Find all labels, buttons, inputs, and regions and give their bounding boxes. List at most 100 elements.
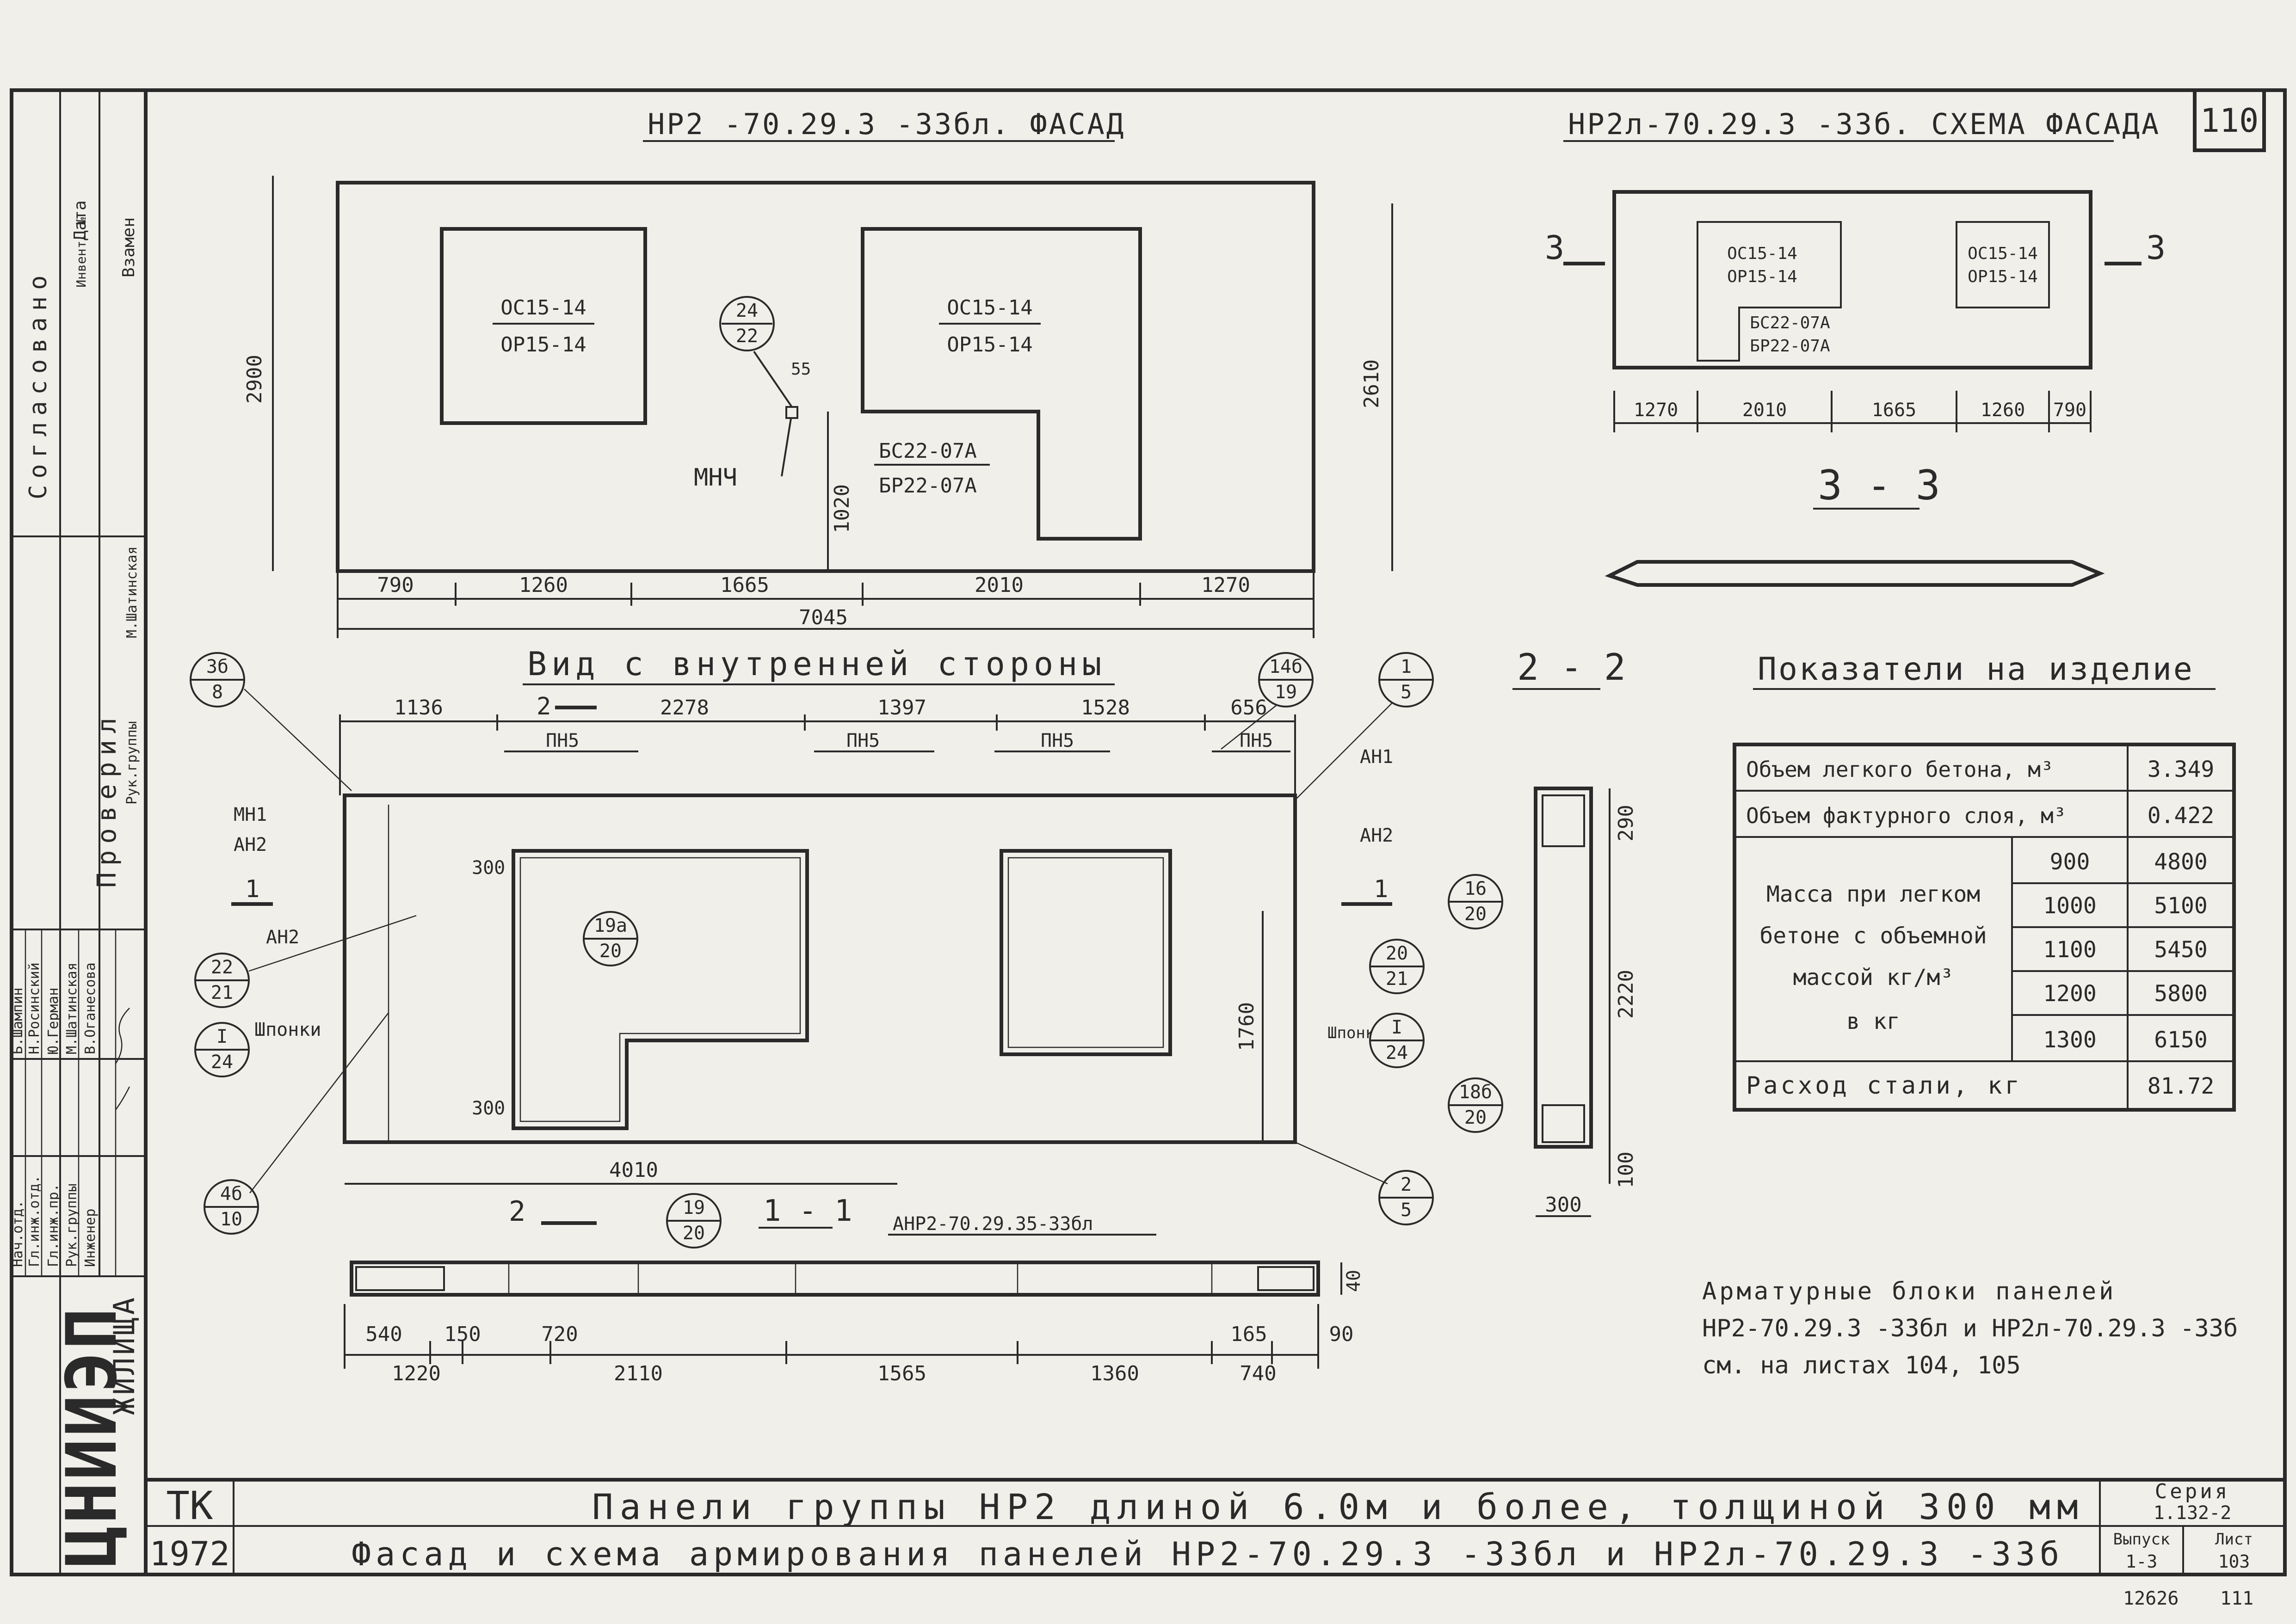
svg-text:2900: 2900: [243, 355, 266, 404]
svg-text:1665: 1665: [720, 573, 769, 597]
svg-text:5800: 5800: [2154, 981, 2208, 1007]
label-an2-c: АН2: [1360, 825, 1393, 846]
section-2-2: 2 - 2 290 2220 100 300: [1512, 647, 1638, 1217]
svg-text:19: 19: [1275, 682, 1297, 703]
sidebar-header-date: Дата: [71, 200, 90, 240]
section-3-3-title: 3 - 3: [1818, 461, 1940, 509]
svg-text:4б: 4б: [220, 1183, 242, 1205]
svg-text:300: 300: [1545, 1193, 1581, 1217]
svg-text:Масса при легком: Масса при легком: [1766, 881, 1980, 907]
year-label: 1972: [149, 1534, 229, 1573]
sidebar-header-invent: Инвент. №: [74, 217, 89, 288]
archive-page: 111: [2220, 1588, 2253, 1609]
facade-window-1: [440, 227, 647, 425]
svg-text:Нач.отд.: Нач.отд.: [10, 1200, 26, 1267]
facade-outline: [336, 181, 1315, 573]
approval-table: Нач.отд. Гл.инж.отд. Гл.инж.пр. Рук.груп…: [10, 929, 146, 1276]
svg-text:ОС15-14: ОС15-14: [1727, 244, 1797, 263]
proveril-name-1: М.Шатинская: [124, 546, 140, 638]
svg-text:1528: 1528: [1081, 696, 1130, 720]
svg-text:1360: 1360: [1090, 1362, 1139, 1385]
label-shponki: Шпонки: [254, 1019, 321, 1040]
svg-text:Н.Росинский: Н.Росинский: [26, 962, 43, 1054]
svg-text:900: 900: [2050, 849, 2090, 875]
svg-text:Арматурные блоки панелей: Арматурные блоки панелей: [1702, 1278, 2116, 1305]
svg-text:5100: 5100: [2154, 893, 2208, 919]
svg-text:Гл.инж.пр.: Гл.инж.пр.: [45, 1183, 62, 1267]
sheet-number: 110: [2200, 102, 2259, 140]
svg-text:1220: 1220: [392, 1362, 441, 1385]
sheet-frame: [10, 88, 2287, 1576]
svg-text:БС22-07А: БС22-07А: [1750, 314, 1830, 332]
label-an2-a: АН2: [234, 834, 267, 855]
svg-text:в кг: в кг: [1846, 1009, 1900, 1034]
svg-text:1760: 1760: [1235, 1002, 1259, 1051]
archive-number: 12626: [2123, 1588, 2179, 1609]
facade-title: НР2 -70.29.3 -33бл. ФАСАД: [648, 107, 1125, 141]
indicators-table: Показатели на изделие Объем легкого бето…: [1733, 651, 2236, 1112]
svg-text:300: 300: [472, 1098, 505, 1119]
svg-text:10: 10: [220, 1209, 242, 1230]
svg-text:Выпуск: Выпуск: [2113, 1530, 2170, 1549]
svg-text:24: 24: [736, 300, 758, 321]
svg-text:16: 16: [1464, 878, 1487, 899]
svg-text:1270: 1270: [1201, 573, 1250, 597]
svg-text:1665: 1665: [1872, 400, 1916, 421]
svg-text:100: 100: [1614, 1151, 1638, 1188]
svg-text:5: 5: [1401, 682, 1412, 703]
section-1-1-title: 1 - 1: [763, 1194, 852, 1228]
section-2-2-profile: [1534, 787, 1593, 1149]
anr-label: АНР2-70.29.35-33бл: [893, 1213, 1093, 1235]
svg-text:ПН5: ПН5: [846, 730, 880, 751]
inner-opening-2: [1000, 849, 1172, 1056]
svg-text:300: 300: [472, 857, 505, 879]
row-steel-label: Расход стали, кг: [1746, 1072, 2022, 1100]
mnch-insert: [785, 406, 798, 419]
callout-I-24-left: I 24: [194, 1022, 250, 1077]
svg-text:21: 21: [1386, 968, 1408, 990]
svg-text:ОР15-14: ОР15-14: [500, 333, 586, 357]
svg-text:790: 790: [2053, 400, 2086, 421]
callout-2-5: 25: [1378, 1170, 1434, 1225]
svg-text:740: 740: [1240, 1362, 1276, 1385]
svg-text:20: 20: [1386, 943, 1408, 964]
svg-text:18б: 18б: [1459, 1082, 1492, 1103]
callout-I-24-right: I24: [1369, 1013, 1425, 1068]
section-2-2-title: 2 - 2: [1517, 647, 1626, 689]
svg-text:55: 55: [791, 360, 811, 379]
row-facing-layer-value: 0.422: [2148, 803, 2215, 829]
callout-3b-8: 3б8: [190, 652, 245, 707]
ciniiep-logo: ЦНИИЭП: [52, 1306, 132, 1568]
proveril-label: Проверил: [92, 711, 122, 888]
svg-text:1200: 1200: [2043, 981, 2097, 1007]
svg-text:20: 20: [599, 941, 622, 962]
issue-value: 1-3: [2126, 1551, 2158, 1572]
inner-panel-outline: [343, 794, 1297, 1144]
cut-2-bottom: 2: [509, 1195, 525, 1228]
facade-scheme: НР2л-70.29.3 -33б. СХЕМА ФАСАДА ОС15-14 …: [1545, 107, 2166, 587]
svg-text:5: 5: [1401, 1200, 1412, 1221]
cut-1-left: 1: [245, 875, 259, 903]
svg-text:24: 24: [211, 1052, 233, 1073]
row-light-concrete-label: Объем легкого бетона, м³: [1746, 757, 2054, 782]
inner-opening-1: [512, 849, 809, 1130]
svg-text:Лист: Лист: [2215, 1530, 2253, 1549]
row-facing-layer-label: Объем фактурного слоя, м³: [1746, 803, 2066, 828]
svg-text:ОС15-14: ОС15-14: [500, 296, 586, 320]
svg-text:ОР15-14: ОР15-14: [1968, 267, 2038, 286]
row-light-concrete-value: 3.349: [2148, 757, 2215, 782]
svg-text:2610: 2610: [1360, 359, 1383, 408]
svg-text:1270: 1270: [1634, 400, 1678, 421]
left-sidebar: Согласовано Дата Инвент. № Взамен Провер…: [10, 90, 146, 1575]
svg-text:I: I: [216, 1026, 228, 1047]
svg-text:7045: 7045: [799, 606, 848, 629]
svg-text:массой кг/м³: массой кг/м³: [1793, 965, 1954, 990]
